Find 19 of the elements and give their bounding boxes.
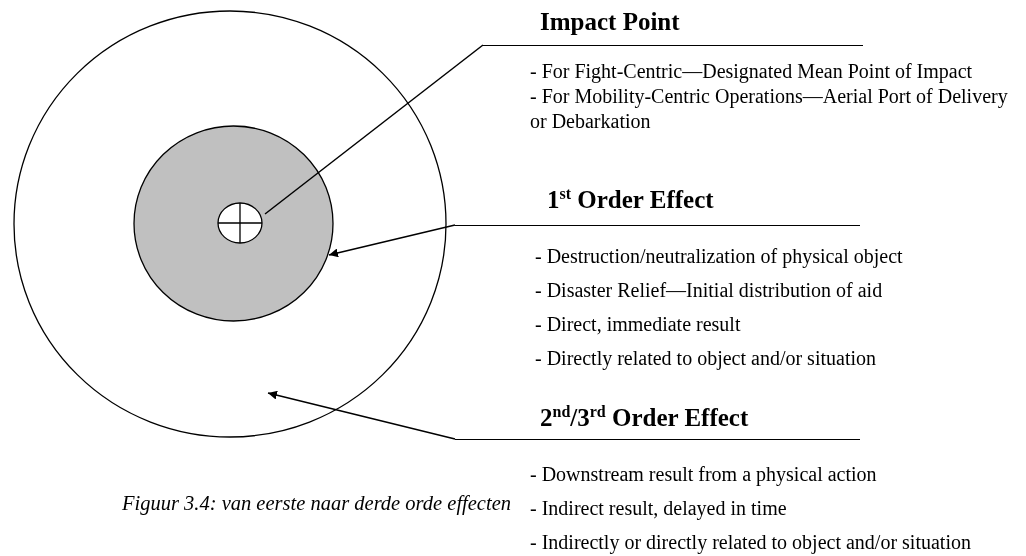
outer-circle bbox=[13, 10, 447, 438]
bullet-text: - Disaster Relief—Initial distribution of aid bbox=[535, 278, 884, 303]
bullet-text: - Downstream result from a physical action bbox=[530, 462, 878, 487]
callout-heading: 2$^{nd}$/3$^{rd}$ Order Effect bbox=[540, 403, 749, 433]
callout-heading: Impact Point bbox=[540, 7, 680, 37]
bullet-text: - Direct, immediate result bbox=[535, 312, 742, 337]
callout-heading: 1$^{st}$ Order Effect bbox=[547, 185, 714, 215]
shaded-circle bbox=[133, 125, 334, 322]
bullet-text: - Indirect result, delayed in time bbox=[530, 496, 788, 521]
bullet-text: - Destruction/neutralization of physical object bbox=[535, 244, 904, 269]
figure-caption: Figuur 3.4: van eerste naar derde orde effecten bbox=[122, 492, 511, 515]
arrow bbox=[328, 224, 456, 258]
arrow bbox=[267, 390, 456, 440]
bullet-text: - Directly related to object and/or situation bbox=[535, 346, 877, 371]
bullet-text: - For Fight-Centric—Designated Mean Point of Impact bbox=[530, 59, 974, 84]
crosshair-circle bbox=[217, 202, 263, 244]
bullet-text: - For Mobility-Centric Operations—Aerial Port of Delivery or Debarkation bbox=[530, 84, 1009, 134]
leader-line bbox=[264, 44, 484, 215]
bullet-text: - Indirectly or directly related to object and/or situation bbox=[530, 530, 972, 555]
